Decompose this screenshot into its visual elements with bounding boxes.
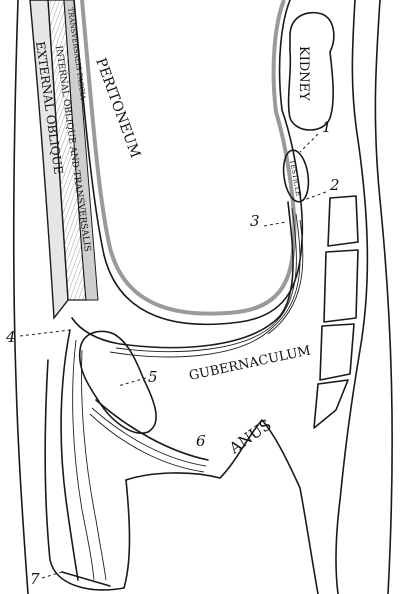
scrotal-gubernaculum-fibres (61, 330, 110, 586)
callout-2: 2 (329, 176, 340, 194)
body-outline-left (14, 0, 28, 594)
perineal-fibres (96, 400, 208, 460)
callout-6: 6 (196, 432, 206, 450)
kidney: KIDNEY (289, 13, 334, 130)
kidney-label: KIDNEY (296, 46, 311, 101)
peritoneum-inner (82, 0, 294, 314)
peritoneum-label: PERITONEUM (92, 56, 143, 160)
peritoneum-outer (74, 0, 302, 324)
callout-5: 5 (148, 368, 158, 386)
callout-3: 3 (250, 212, 260, 230)
anus-label: ANUS (225, 416, 275, 458)
callout-1: 1 (322, 118, 332, 136)
callout-4: 4 (5, 328, 16, 346)
testicle-upper: TESTICLE (280, 149, 311, 204)
vertebral-column (314, 196, 358, 428)
callout-7: 7 (30, 570, 40, 588)
posterior-wall (336, 0, 367, 594)
perineum-outline (126, 420, 318, 594)
body-outline-right (375, 0, 392, 594)
scrotum-outline (45, 360, 129, 590)
